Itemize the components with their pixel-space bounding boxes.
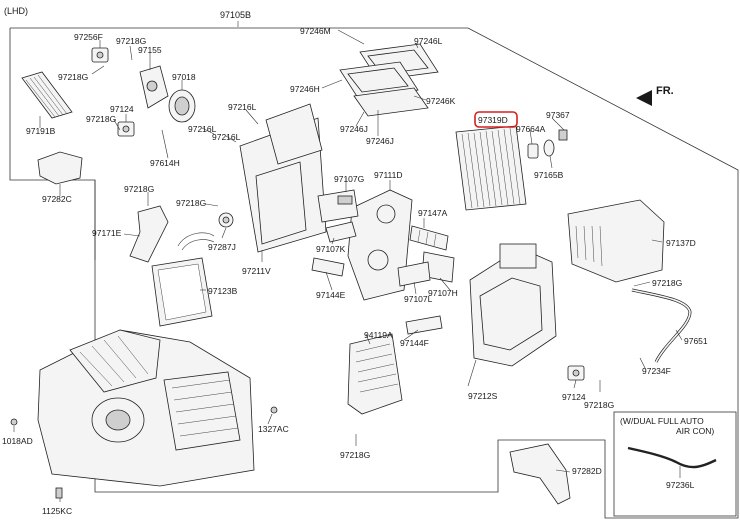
link-97144E [311,257,345,277]
inset-frame [613,411,737,517]
cabin-filter-97319D [455,125,527,211]
inset-note-line1: (W/DUAL FULL AUTO [620,416,704,426]
valve-97147A [409,225,449,251]
label-97107H: 97107H [428,288,458,298]
label-97246J-a: 97246J [340,124,368,134]
label-97211V: 97211V [242,266,271,276]
label-97651: 97651 [684,336,708,346]
hose-97651 [631,288,692,363]
label-97107G: 97107G [334,174,364,184]
label-97155: 97155 [138,45,162,55]
front-arrow-icon [636,90,652,106]
variant-label: (LHD) [4,6,28,16]
label-97246K: 97246K [426,96,456,106]
label-97319D: 97319D [478,115,508,125]
label-97256F: 97256F [74,32,103,42]
door-97107G [317,189,359,223]
label-97111D: 97111D [374,170,403,180]
label-97218G-h: 97218G [340,450,370,460]
leader-lines [13,29,683,502]
label-97216L-a: 97216L [228,102,257,112]
label-1125KC: 1125KC [42,506,72,516]
case-97212S [469,243,557,367]
label-97147A: 97147A [418,208,448,218]
actuator-97155 [139,65,169,109]
label-97246H: 97246H [290,84,320,94]
grille-94119A [347,333,403,415]
label-94119A: 94119A [364,330,393,340]
label-97171E: 97171E [92,228,122,238]
seal-97165B [543,139,555,157]
label-1018AD: 1018AD [2,436,33,446]
assembly-frame [9,27,739,519]
dual-auto-inset: (W/DUAL FULL AUTO AIR CON) [613,411,737,517]
inset-note-line2: AIR CON) [676,426,714,436]
label-97246L: 97246L [414,36,443,46]
clip-97367 [558,129,568,141]
duct-97282D [509,443,571,505]
label-97664A: 97664A [516,124,546,134]
bracket-97171E [129,205,169,263]
label-97236L: 97236L [666,480,695,490]
label-97218G-f: 97218G [652,278,682,288]
label-97144E: 97144E [316,290,346,300]
label-97218G-g: 97218G [584,400,614,410]
label-97107K: 97107K [316,244,346,254]
grille-97191B [21,71,73,119]
label-97614H: 97614H [150,158,180,168]
label-97282D: 97282D [572,466,602,476]
label-97123B: 97123B [208,286,238,296]
actuator-97256F [91,47,109,63]
label-97124-b: 97124 [562,392,586,402]
label-97246J-b: 97246J [366,136,394,146]
label-97218G-c: 97218G [86,114,116,124]
label-97234F: 97234F [642,366,671,376]
label-97218G-a: 97218G [116,36,146,46]
case-97211V [239,103,327,253]
grommet-97287J [218,212,234,228]
hose-97236L [627,446,717,469]
case-97111D [347,189,413,301]
label-97218G-b: 97218G [58,72,88,82]
label-97018: 97018 [172,72,196,82]
filter-frames-97246 [339,43,439,117]
label-97246M: 97246M [300,26,331,36]
front-label: FR. [656,85,674,97]
blower-motor-97018 [168,89,196,123]
label-97165B: 97165B [534,170,564,180]
label-97216L-c: 97216L [212,132,241,142]
duct-97282C [37,151,83,185]
link-97144F [405,315,443,335]
label-97282C: 97282C [42,194,72,204]
label-97287J: 97287J [208,242,236,252]
label-97216L-b: 97216L [188,124,217,134]
label-1327AC: 1327AC [258,424,289,434]
heater-core-97123B [151,232,215,327]
actuator-97124-upper [117,121,135,137]
label-97144F: 97144F [400,338,429,348]
highlight-box-97319D [474,111,518,128]
label-97218G-e: 97218G [176,198,206,208]
label-97137D: 97137D [666,238,696,248]
label-97218G-d: 97218G [124,184,154,194]
filter-cover-97664A [527,143,539,159]
label-97367: 97367 [546,110,570,120]
label-97191B: 97191B [26,126,56,136]
bolt-1018AD [10,418,18,426]
bolt-1125KC [55,487,63,499]
label-97124-a: 97124 [110,104,134,114]
label-97212S: 97212S [468,391,498,401]
actuator-97124-lower [567,365,585,381]
label-97107L: 97107L [404,294,433,304]
front-direction-indicator: FR. [636,85,674,106]
bolt-1327AC [270,406,278,414]
blower-unit-assembly [37,329,255,487]
door-97107L [397,261,431,287]
assembly-number: 97105B [220,10,251,20]
door-97107K [325,221,357,243]
tray-97137D [567,199,665,283]
